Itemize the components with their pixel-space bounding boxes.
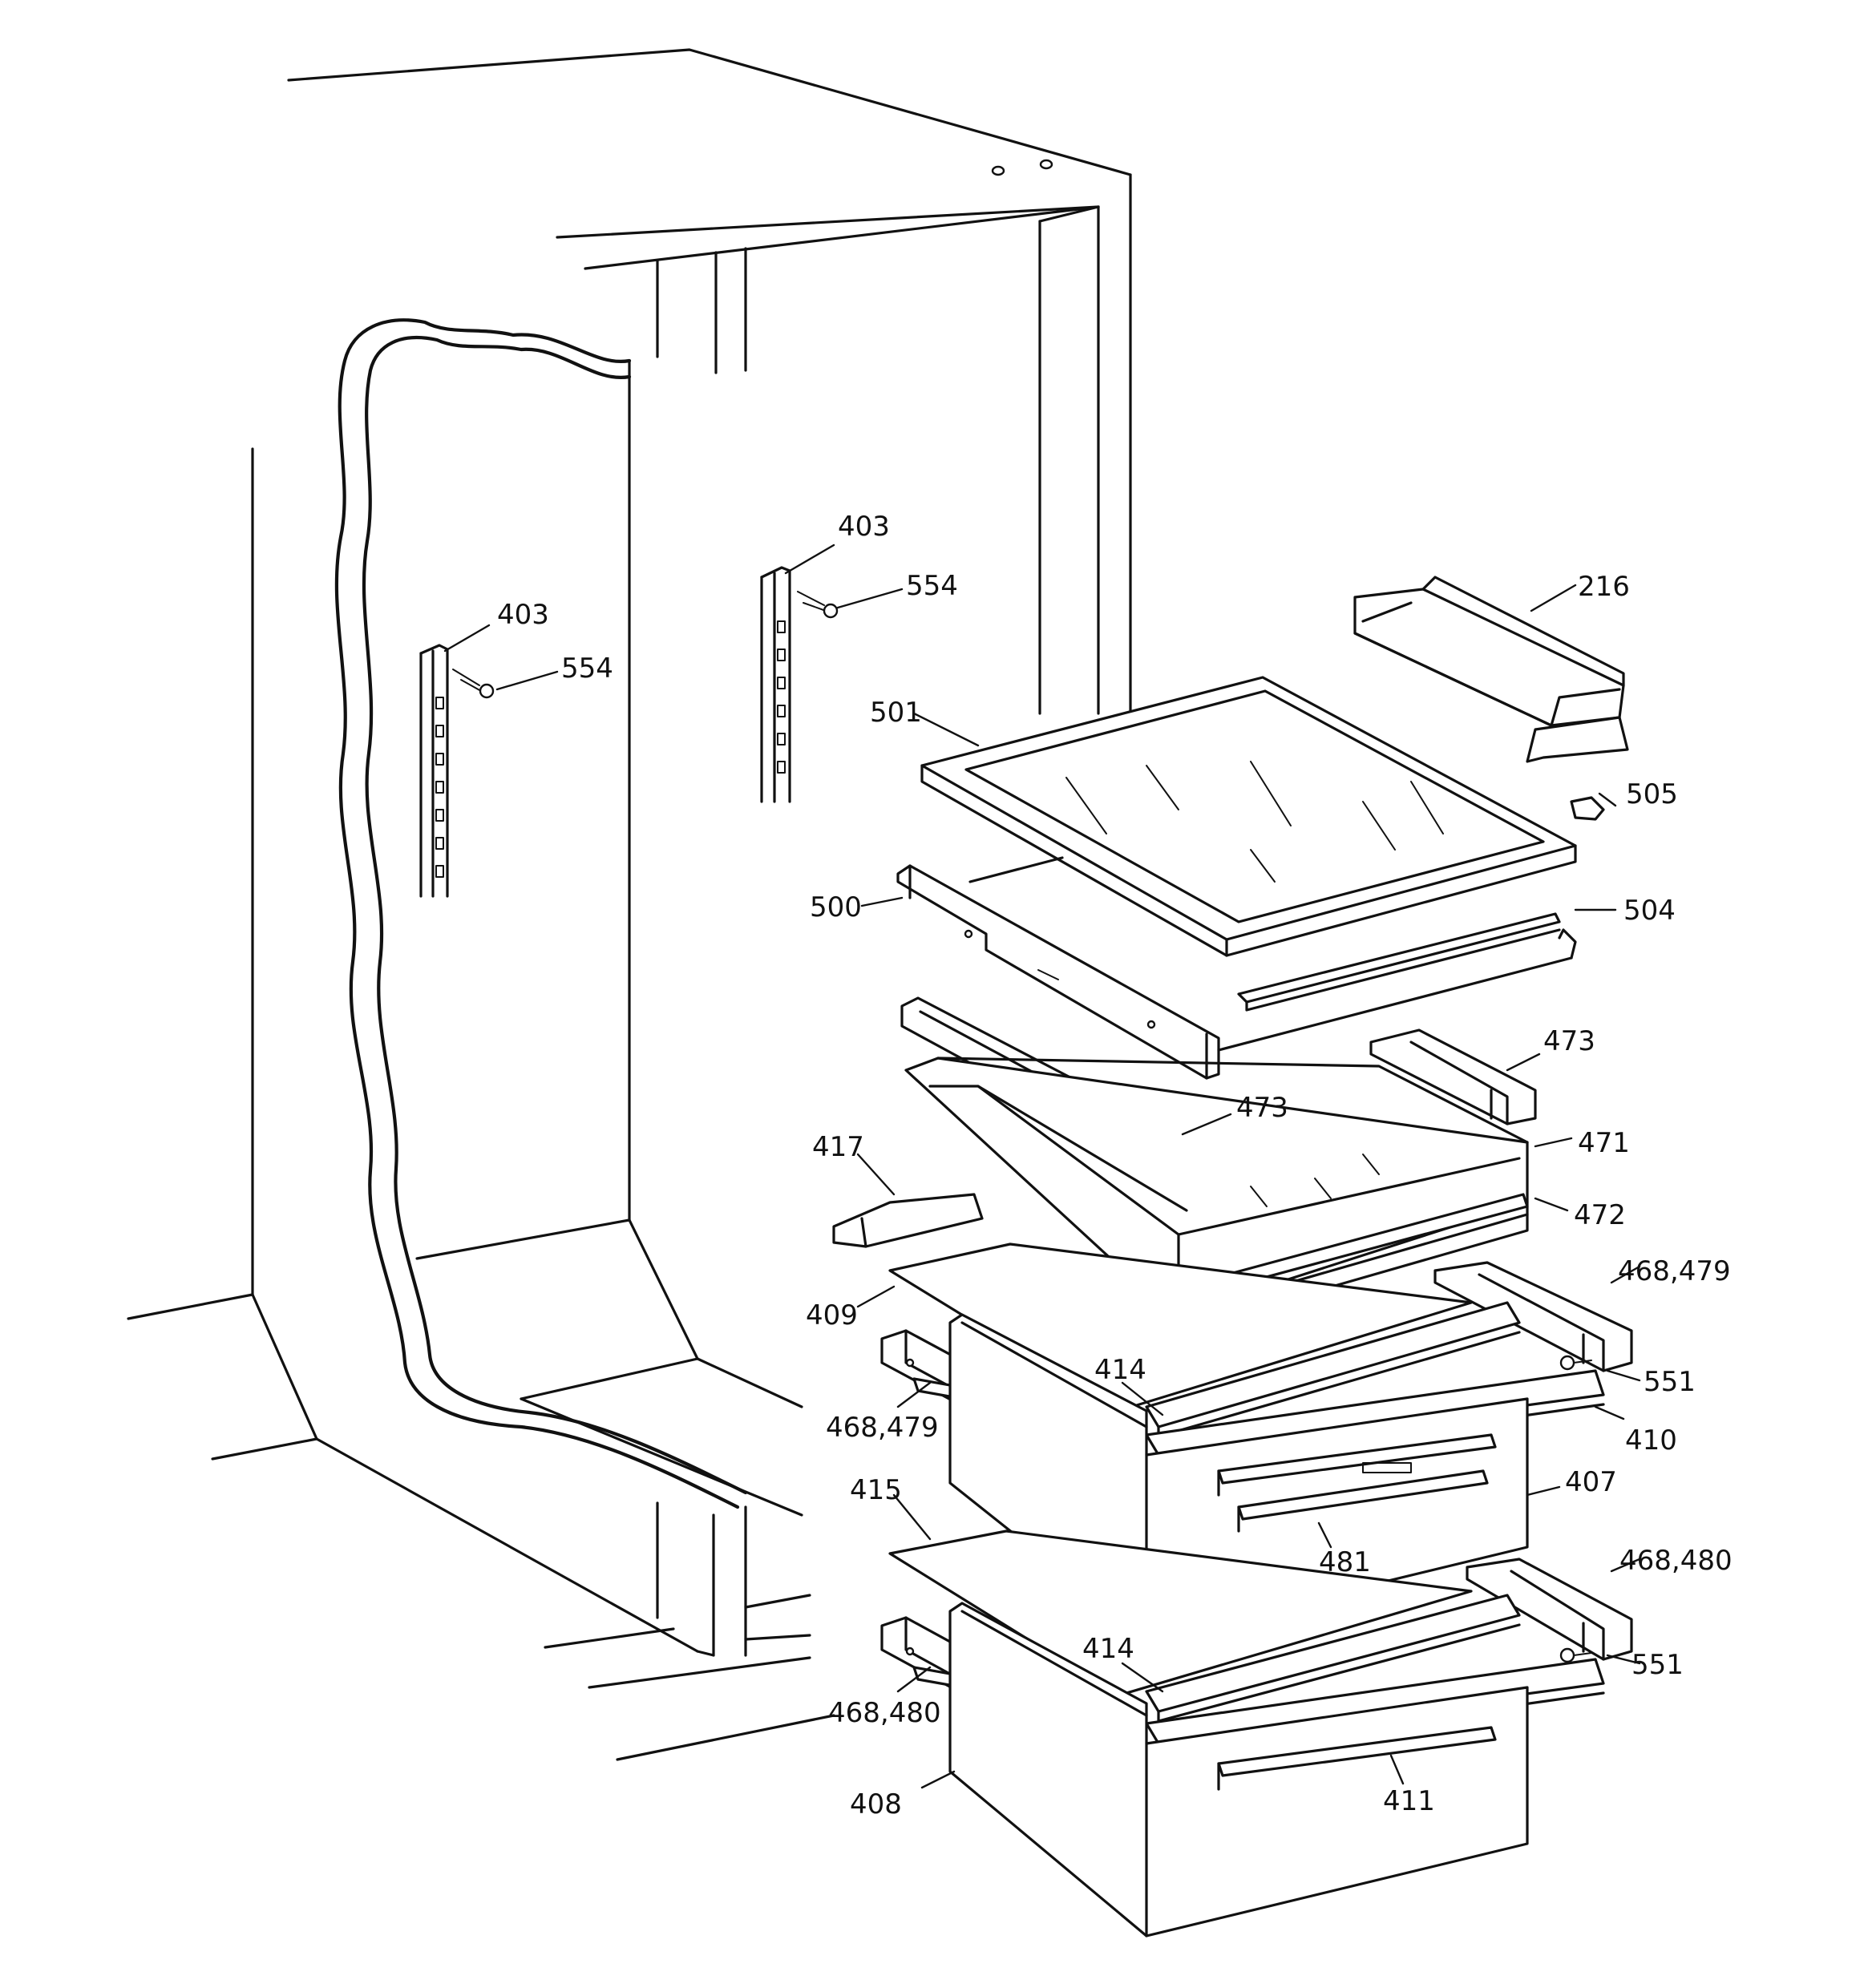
- part-label: 403: [497, 599, 549, 631]
- part-label: 551: [1632, 1649, 1684, 1681]
- part-label: 410: [1625, 1424, 1677, 1457]
- part-label: 414: [1082, 1633, 1134, 1665]
- part-label: 472: [1574, 1199, 1626, 1231]
- part-label: 408: [850, 1788, 902, 1820]
- part-label: 403: [838, 511, 890, 543]
- part-label: 504: [1623, 895, 1676, 927]
- drawer-slide-468-479-right: [1433, 1261, 1633, 1372]
- leader-lines: [443, 543, 1641, 1789]
- part-label: 468,480: [1619, 1545, 1733, 1577]
- part-label: 468,479: [826, 1412, 939, 1444]
- screw-551-lower: [1559, 1647, 1592, 1663]
- door-bin: [1353, 576, 1629, 763]
- screw-left: [452, 669, 495, 699]
- part-label: 414: [1094, 1354, 1146, 1386]
- part-label: 473: [1236, 1092, 1288, 1124]
- screw-right: [797, 591, 839, 619]
- part-label: 411: [1383, 1785, 1435, 1817]
- part-label: 481: [1319, 1546, 1371, 1578]
- shelf-frame: [896, 856, 1577, 1080]
- drawer-slide-417: [832, 1193, 984, 1248]
- part-label: 551: [1644, 1366, 1696, 1398]
- part-label: 473: [1543, 1025, 1595, 1057]
- bin-clip: [1570, 796, 1605, 821]
- glass-shelf: [920, 676, 1577, 957]
- part-label: 471: [1578, 1127, 1630, 1159]
- bottom-drawer: [948, 1602, 1529, 1937]
- part-label: 417: [812, 1131, 864, 1163]
- part-label: 554: [561, 653, 613, 685]
- part-label: 505: [1626, 778, 1678, 810]
- part-label: 468,480: [828, 1697, 941, 1729]
- refrigerator-cabinet: [127, 48, 1132, 1761]
- part-label: 407: [1565, 1466, 1617, 1498]
- part-label: 409: [806, 1299, 858, 1331]
- screw-551-upper: [1559, 1355, 1592, 1371]
- part-label: 216: [1578, 571, 1630, 603]
- shelf-ladder-rail-right: [760, 566, 791, 803]
- part-label: 468,479: [1618, 1255, 1731, 1287]
- part-label: 500: [810, 891, 862, 923]
- part-labels: 403 403 554 554 216 501 505 500 504 473 …: [497, 511, 1733, 1820]
- shelf-ladder-rail-left: [419, 644, 449, 898]
- part-label: 415: [850, 1474, 902, 1506]
- part-label: 501: [870, 697, 922, 729]
- drawer-slide-468-480-right: [1466, 1558, 1633, 1661]
- drawer-slide-473-right: [1369, 1028, 1537, 1125]
- part-label: 554: [906, 570, 958, 602]
